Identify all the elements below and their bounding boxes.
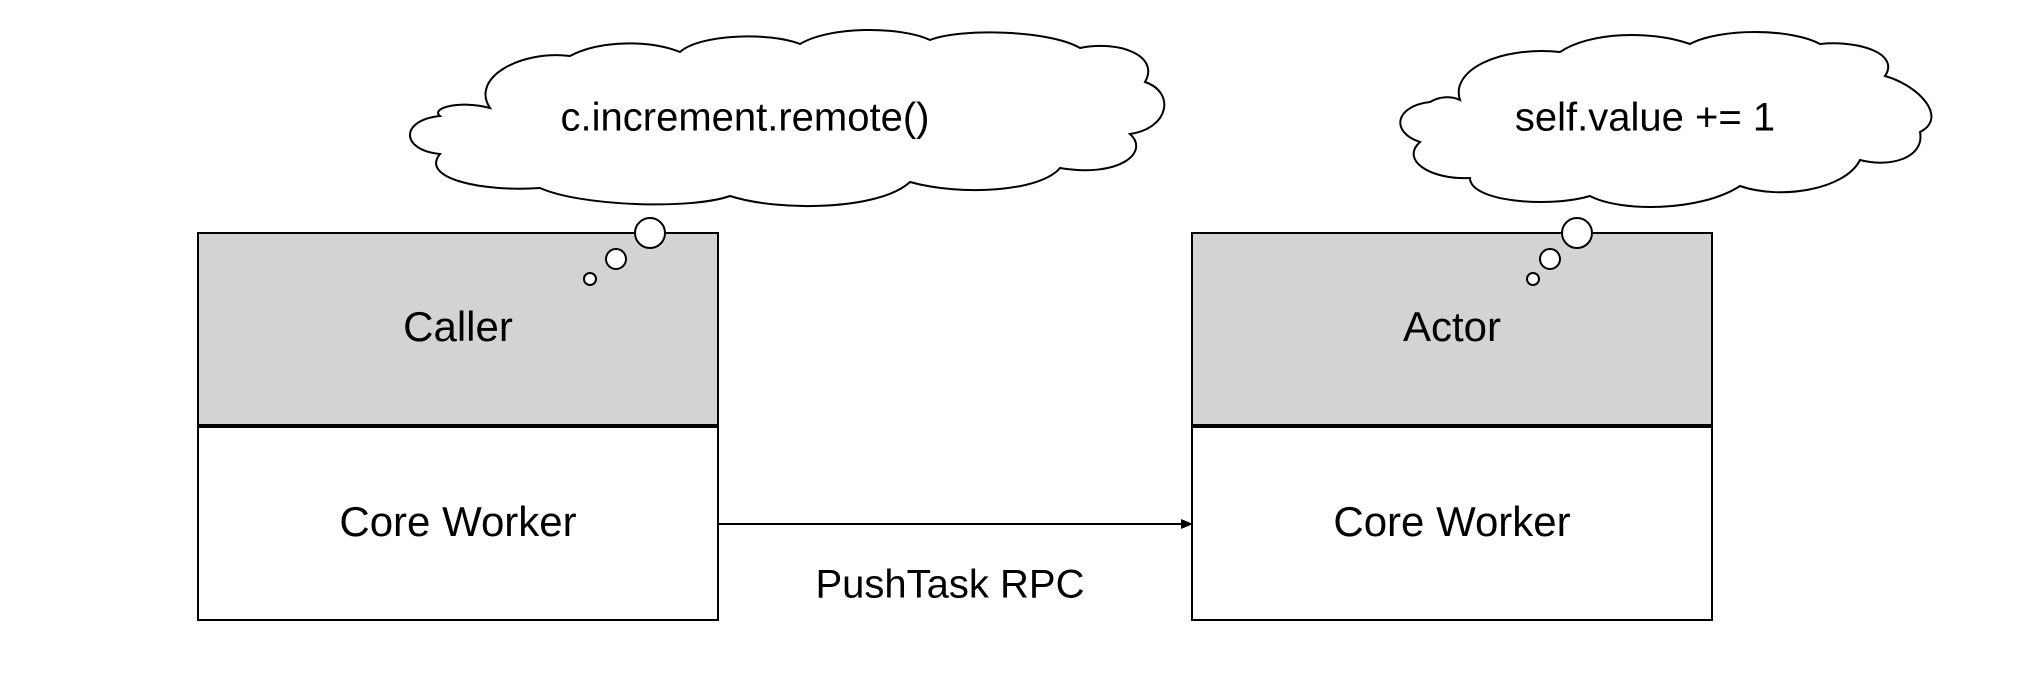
push-task-label: PushTask RPC	[816, 563, 1085, 607]
caller-cloud-shape	[409, 29, 1166, 208]
caller-thought-bubble-large	[634, 217, 666, 249]
actor-cloud-shape	[1399, 31, 1933, 208]
actor-core-worker-label: Core Worker	[1333, 498, 1570, 545]
caller-header-box	[197, 232, 719, 427]
caller-thought-cloud: c.increment.remote()	[409, 29, 1166, 286]
actor-label: Actor	[1403, 303, 1501, 350]
caller-core-worker-label: Core Worker	[339, 498, 576, 545]
actor-thought-bubble-large	[1561, 217, 1593, 249]
actor-thought-bubble-medium	[1539, 248, 1561, 270]
caller-core-worker-box	[197, 425, 719, 621]
caller-thought-bubble-small	[583, 272, 597, 286]
actor-header-box	[1191, 232, 1713, 427]
caller-thought-text: c.increment.remote()	[561, 96, 930, 140]
actor-thought-bubble-small	[1526, 272, 1540, 286]
caller-thought-bubble-medium	[605, 248, 627, 270]
actor-thought-text: self.value += 1	[1515, 96, 1775, 140]
push-task-edge: PushTask RPC	[718, 519, 1193, 607]
actor-node: Actor Core Worker	[1191, 232, 1713, 621]
actor-core-worker-box	[1191, 425, 1713, 621]
caller-label: Caller	[403, 303, 513, 350]
actor-thought-cloud: self.value += 1	[1399, 31, 1933, 286]
caller-node: Caller Core Worker	[197, 232, 719, 621]
